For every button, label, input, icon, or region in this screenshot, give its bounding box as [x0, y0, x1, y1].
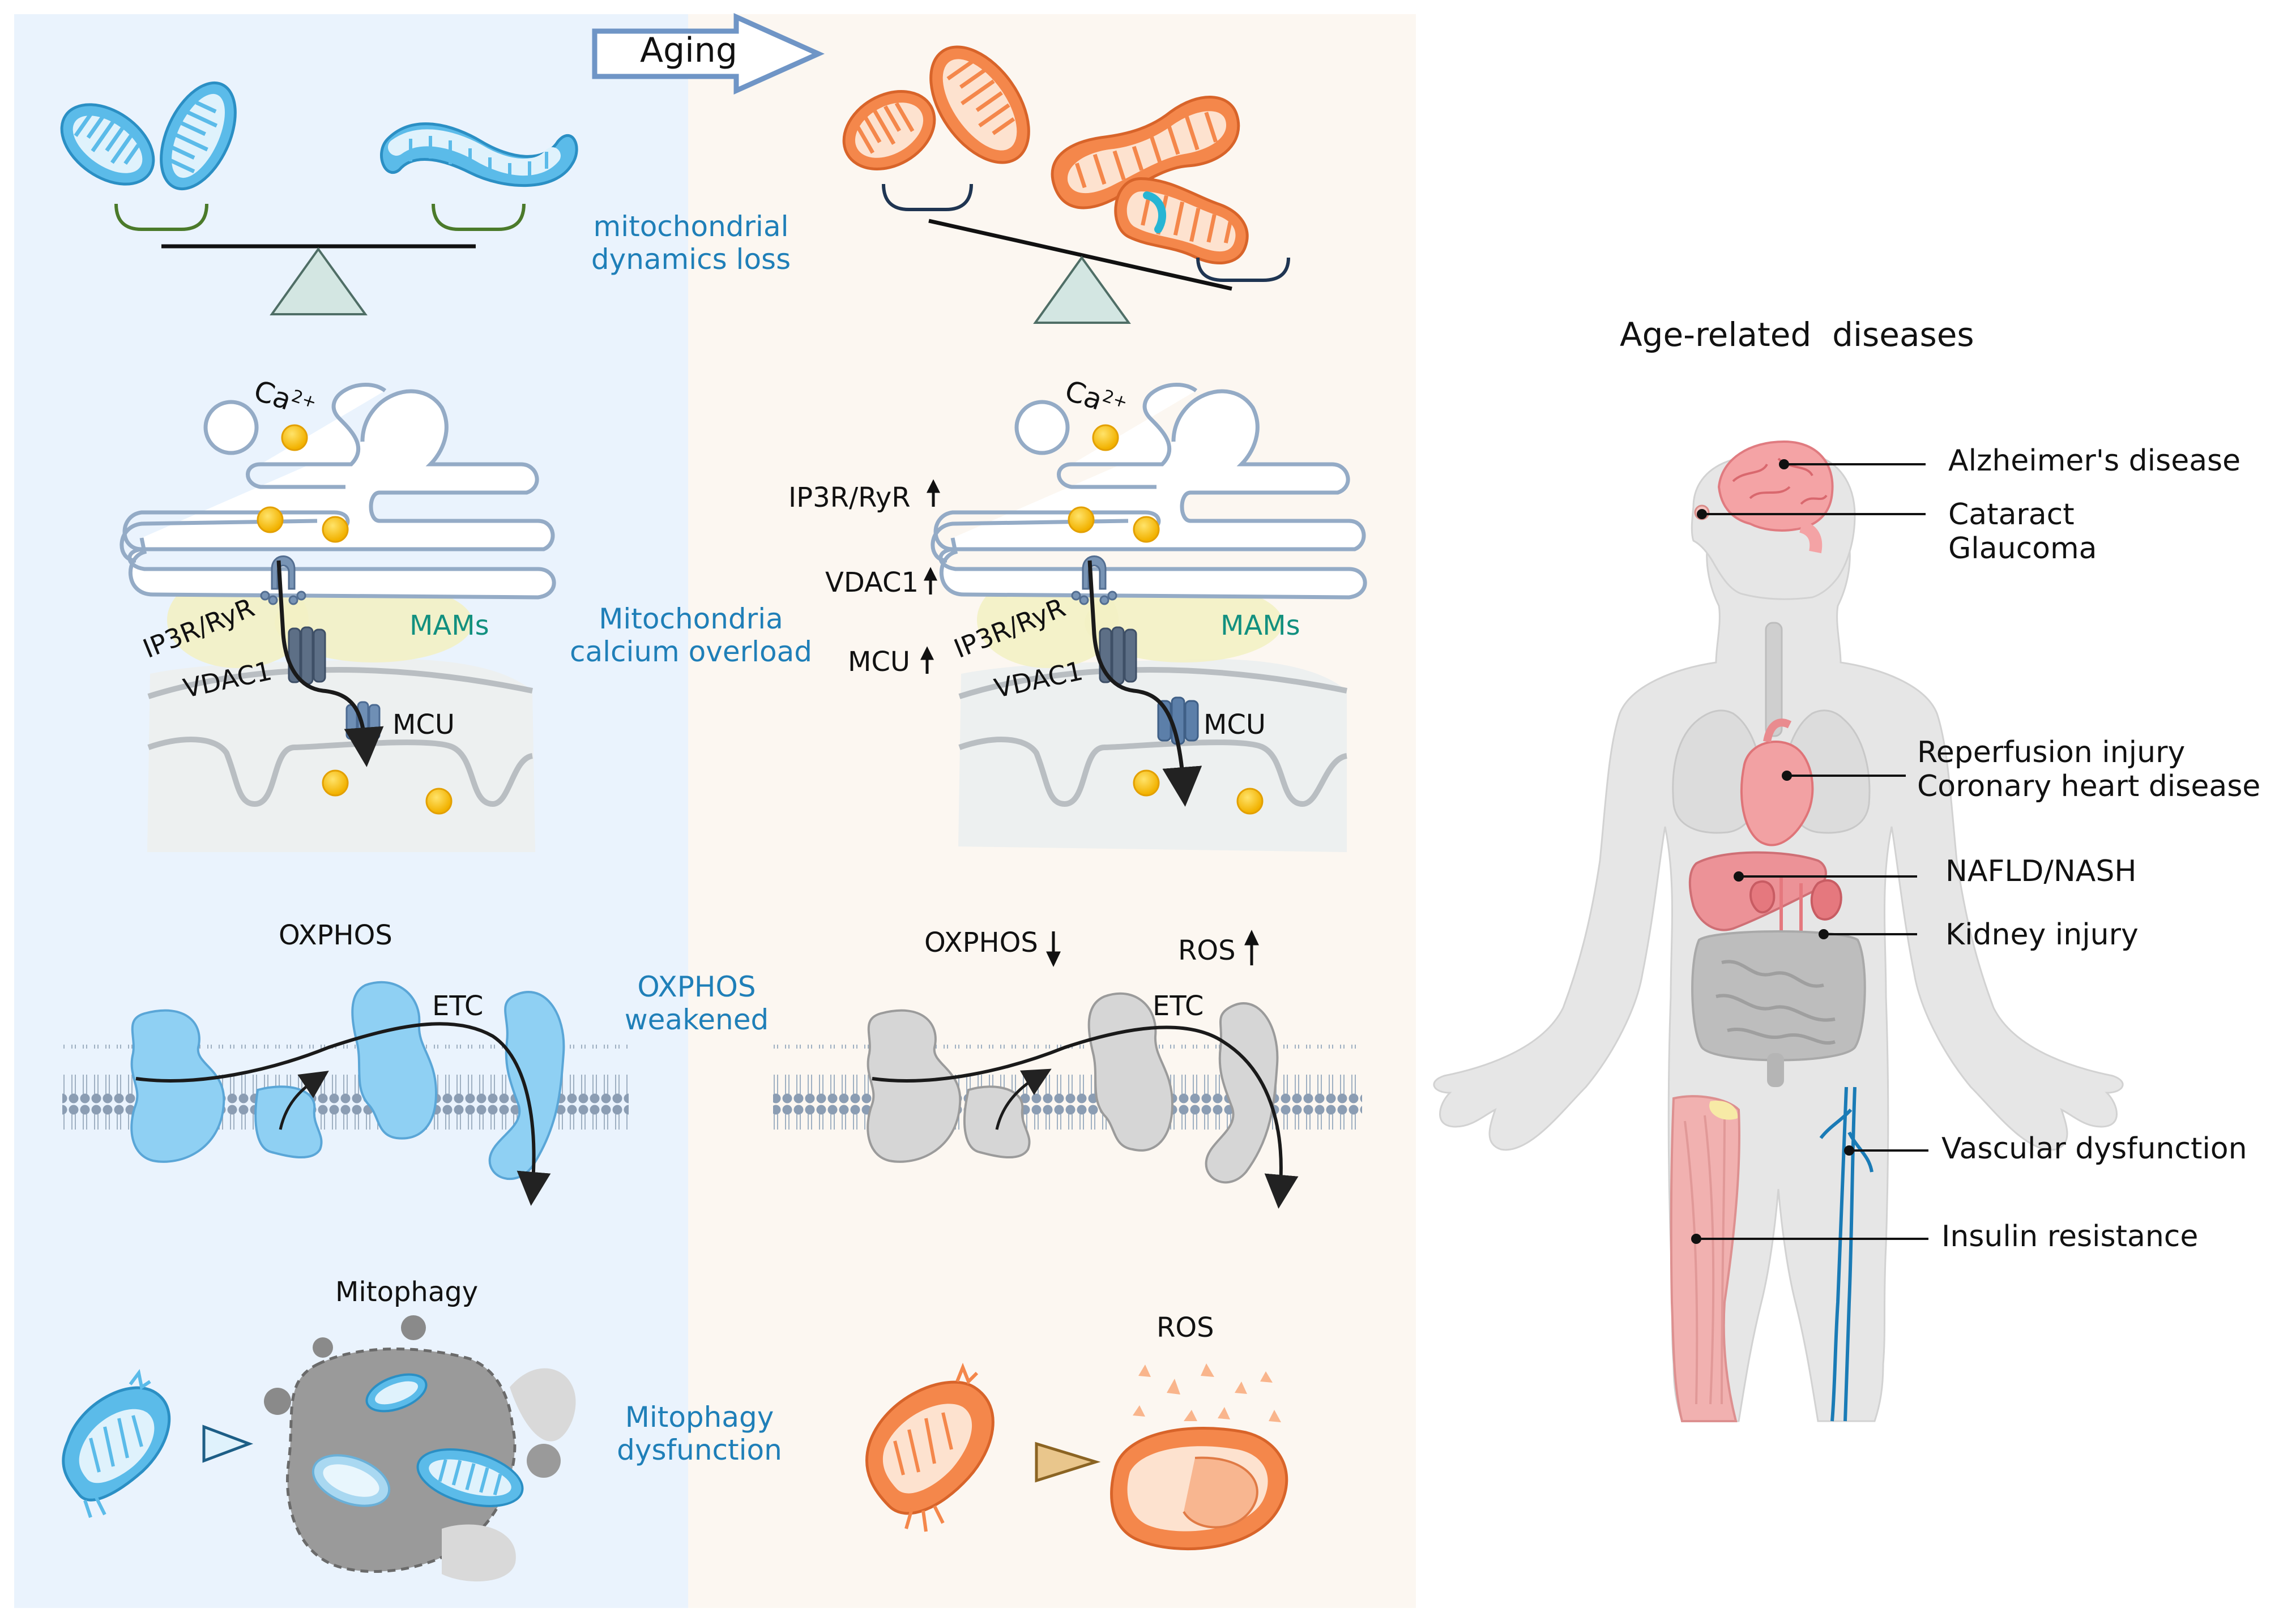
aged-oxphos-ros-arrows: [1046, 930, 1259, 967]
aged-mito-group: [842, 45, 1249, 264]
aged-seesaw-beam: [928, 219, 1232, 291]
aged-etc-label: ETC: [1153, 990, 1204, 1022]
aged-mito-broken: [865, 1362, 995, 1532]
young-mams-label: MAMs: [409, 610, 489, 641]
autophagosome: [264, 1315, 576, 1582]
calcium-overload-line-1: Mitochondria: [599, 602, 783, 635]
young-fulcrum: [270, 247, 368, 315]
heart-organ: [1740, 741, 1814, 846]
disease-cataract: Cataract: [1948, 498, 2075, 532]
aging-label: Aging: [640, 31, 737, 70]
mitophagy-dysfunction-label: Mitophagy dysfunction: [586, 1401, 813, 1466]
aged-up-arrows: [920, 479, 941, 674]
oxphos-weakened-line-2: weakened: [624, 1003, 769, 1036]
young-ca-balls: [257, 424, 453, 815]
calcium-overload-line-2: calcium overload: [569, 635, 813, 668]
young-mitophagy-label: Mitophagy: [335, 1276, 479, 1308]
young-vdac1: [288, 626, 326, 685]
young-er-simple: [120, 519, 318, 563]
young-etc-arrow: [135, 1022, 551, 1206]
disease-eye: Cataract Glaucoma: [1948, 498, 2097, 566]
aged-mcu-up-label: MCU: [848, 646, 911, 678]
age-related-diseases-title: Age-related diseases: [1620, 315, 1974, 354]
oxphos-weakened-line-1: OXPHOS: [637, 970, 756, 1003]
dynamics-loss-label: mitochondrial dynamics loss: [572, 210, 810, 276]
disease-nafld-nash: NAFLD/NASH: [1945, 854, 2137, 888]
organs: [1670, 440, 1873, 1422]
aged-vdac1-up-label: VDAC1: [825, 567, 919, 598]
young-mito-group: [60, 81, 578, 191]
young-mcu-label: MCU: [392, 709, 455, 741]
aged-ca-balls: [1068, 424, 1264, 815]
young-etc-complexes: [130, 981, 565, 1181]
aged-mcu-label: MCU: [1204, 709, 1266, 741]
aged-er-simple: [931, 519, 1129, 563]
mitophagy-dysfunction-line-2: dysfunction: [617, 1433, 782, 1466]
aging-arrow: [592, 13, 825, 95]
vessel-organ: [1819, 1087, 1873, 1422]
young-bracket-right: [432, 203, 526, 231]
young-bracket-left: [114, 203, 208, 231]
young-etc-label: ETC: [432, 990, 484, 1022]
aged-etc-arrow: [872, 1025, 1299, 1209]
aged-etc-complexes: [867, 992, 1279, 1184]
disease-alzheimers: Alzheimer's disease: [1948, 444, 2241, 478]
young-mito-broken: [62, 1368, 171, 1518]
leader-lines: [1691, 459, 1928, 1244]
kidney-organ: [1810, 879, 1842, 921]
aged-ros-label: ROS: [1156, 1312, 1214, 1344]
disease-coronary-heart-disease: Coronary heart disease: [1917, 769, 2261, 803]
calcium-overload-label: Mitochondria calcium overload: [561, 602, 821, 668]
aged-mitophagy-arrow: [1035, 1442, 1101, 1483]
young-ca-flux-arrow: [276, 560, 384, 767]
disease-glaucoma: Glaucoma: [1948, 531, 2097, 566]
disease-insulin-resistance: Insulin resistance: [1941, 1220, 2199, 1254]
disease-kidney-injury: Kidney injury: [1945, 918, 2139, 952]
mitophagy-dysfunction-line-1: Mitophagy: [625, 1401, 774, 1434]
aged-oxphos-down-label: OXPHOS: [924, 927, 1038, 959]
aged-mams-label: MAMs: [1220, 610, 1300, 641]
damaged-mitochondrion: [1110, 1363, 1288, 1551]
disease-reperfusion-injury: Reperfusion injury: [1917, 735, 2186, 769]
aged-er: [933, 383, 1367, 852]
aged-ca-flux-arrow: [1087, 560, 1202, 807]
aged-bracket-right: [1196, 257, 1290, 282]
dynamics-loss-line-1: mitochondrial: [593, 210, 789, 243]
aged-fulcrum: [1033, 255, 1131, 324]
disease-vascular-dysfunction: Vascular dysfunction: [1941, 1132, 2247, 1166]
aged-ip3r-up-label: IP3R/RyR: [788, 482, 911, 514]
young-mitophagy-arrow: [202, 1425, 254, 1463]
aged-ros-up-label: ROS: [1178, 935, 1236, 966]
aged-bracket-left: [882, 183, 973, 211]
oxphos-weakened-label: OXPHOS weakened: [583, 970, 810, 1036]
young-oxphos-label: OXPHOS: [279, 919, 392, 951]
dynamics-loss-line-2: dynamics loss: [591, 242, 791, 276]
disease-heart: Reperfusion injury Coronary heart diseas…: [1917, 735, 2261, 804]
